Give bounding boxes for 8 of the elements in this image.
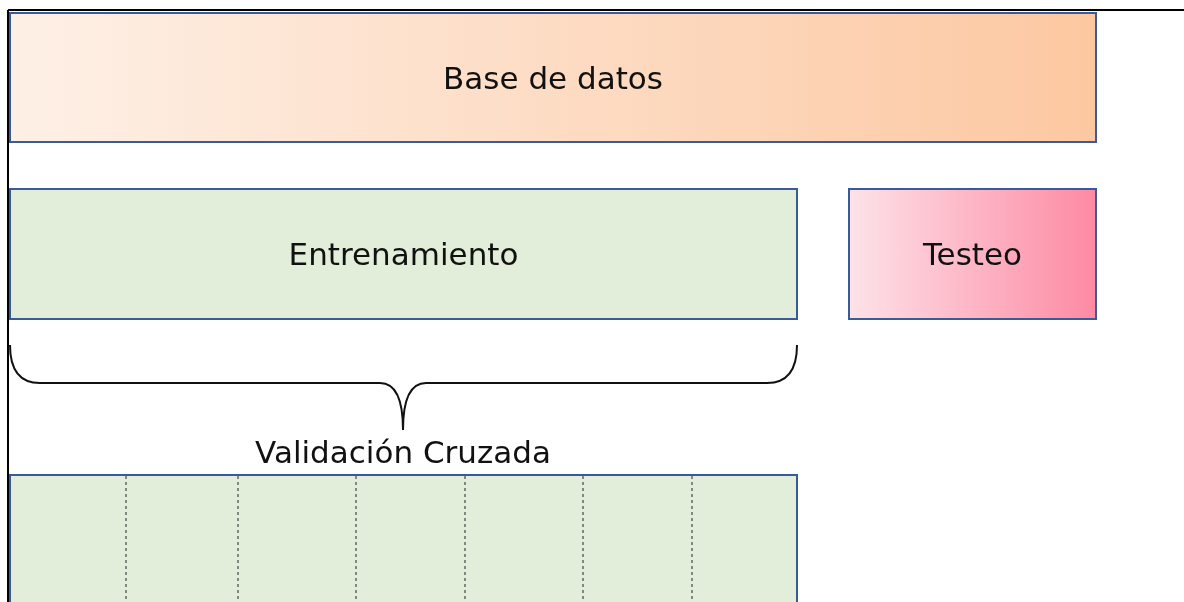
folds-box (9, 474, 798, 602)
test-box (848, 188, 1097, 320)
box-label: Entrenamiento (288, 236, 519, 272)
database-box (9, 12, 1097, 143)
training-box (9, 188, 798, 320)
bracket-caption: Validación Cruzada (255, 434, 551, 470)
box-label: Testeo (922, 236, 1023, 272)
box-label: Base de datos (443, 59, 663, 96)
